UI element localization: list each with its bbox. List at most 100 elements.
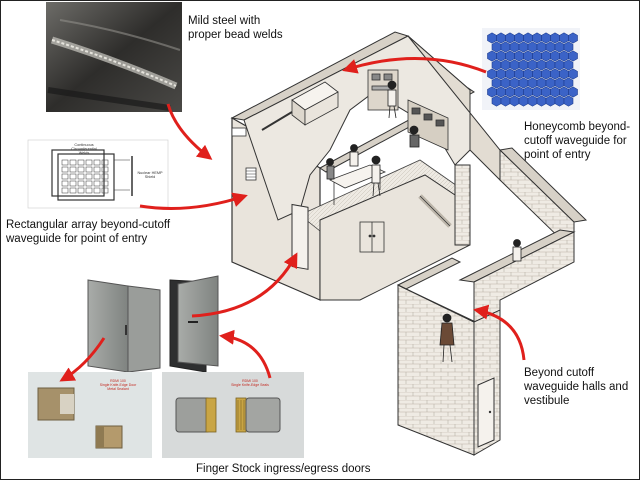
waveguide-cell — [101, 187, 109, 194]
honeycomb-cell — [496, 50, 506, 62]
honeycomb-cell — [505, 68, 515, 80]
room-front-wall — [319, 174, 471, 301]
honeycomb-cell — [550, 32, 560, 44]
honeycomb-cell — [568, 86, 578, 98]
honeycomb-cell — [518, 95, 529, 107]
waveguide-cell — [77, 159, 85, 166]
honeycomb-cell — [505, 50, 515, 62]
arrow-honeycomb — [342, 56, 487, 74]
honeycomb-cell — [509, 77, 520, 89]
honeycomb-cell — [523, 86, 533, 98]
honeycomb-waveguide-image — [482, 28, 580, 110]
waveguide-cell — [101, 159, 109, 166]
waveguide-cell — [69, 187, 77, 194]
honeycomb-cell — [514, 50, 524, 62]
honeycomb-cell — [545, 77, 556, 89]
honeycomb-cell — [509, 59, 520, 71]
waveguide-cell — [61, 180, 69, 187]
honeycomb-cell — [532, 32, 542, 44]
waveguide-cell — [93, 159, 101, 166]
mild-steel-weld-photo — [46, 2, 182, 112]
honeycomb-cell — [532, 86, 542, 98]
honeycomb-cell — [545, 59, 556, 71]
honeycomb-cell — [563, 59, 574, 71]
honeycomb-cell — [496, 86, 506, 98]
honeycomb-cell — [527, 41, 538, 53]
waveguide-cell — [85, 166, 93, 173]
honeycomb-cell — [491, 41, 502, 53]
waveguide-cell — [93, 173, 101, 180]
waveguide-cell — [77, 180, 85, 187]
honeycomb-cell — [550, 68, 560, 80]
honeycomb-cell — [527, 95, 538, 107]
honeycomb-cell — [505, 32, 515, 44]
waveguide-cell — [61, 159, 69, 166]
hall-person — [439, 239, 522, 363]
waveguide-cell — [61, 187, 69, 194]
waveguide-cell — [85, 173, 93, 180]
honeycomb-cell — [554, 77, 565, 89]
waveguide-cell — [101, 166, 109, 173]
wall-pipe — [231, 127, 247, 137]
arrow-finger-stock-left — [59, 337, 106, 382]
honeycomb-cell — [554, 95, 565, 107]
waveguide-cell — [101, 180, 109, 187]
honeycomb-cell — [514, 68, 524, 80]
honeycomb-cell — [523, 50, 533, 62]
waveguide-cell — [85, 180, 93, 187]
honeycomb-cell — [487, 86, 497, 98]
waveguide-cell — [61, 173, 69, 180]
honeycomb-cell — [487, 32, 497, 44]
honeycomb-cell — [554, 59, 565, 71]
room-right-wall — [407, 35, 501, 182]
honeycomb-cell — [563, 77, 574, 89]
honeycomb-cell — [541, 68, 551, 80]
waveguide-cell — [101, 173, 109, 180]
arrow-mild-steel — [166, 103, 213, 160]
honeycomb-cell — [518, 77, 529, 89]
honeycomb-cell — [518, 59, 529, 71]
hall-inner-wall — [454, 164, 471, 246]
people-figures — [326, 80, 420, 197]
vestibule-left-wall — [397, 284, 475, 456]
waveguide-cell — [69, 159, 77, 166]
honeycomb-cell — [541, 50, 551, 62]
honeycomb-cell — [509, 41, 520, 53]
honeycomb-cell — [518, 41, 529, 53]
callout-arrows — [59, 56, 526, 382]
honeycomb-cell — [487, 68, 497, 80]
honeycomb-cell — [532, 50, 542, 62]
honeycomb-cell — [536, 77, 547, 89]
waveguide-cell — [85, 187, 93, 194]
honeycomb-cell — [559, 68, 569, 80]
honeycomb-cell — [509, 95, 520, 107]
waveguide-cell — [77, 166, 85, 173]
honeycomb-cell — [559, 50, 569, 62]
honeycomb-cell — [523, 32, 533, 44]
vestibule-door — [477, 377, 495, 448]
honeycomb-cell — [527, 77, 538, 89]
honeycomb-cell — [527, 59, 538, 71]
honeycomb-cell — [505, 86, 515, 98]
honeycomb-cell — [568, 68, 578, 80]
honeycomb-cell — [550, 86, 560, 98]
waveguide-cell — [93, 180, 101, 187]
waveguide-cell — [77, 187, 85, 194]
honeycomb-cell — [550, 50, 560, 62]
honeycomb-cell — [541, 86, 551, 98]
honeycomb-cell — [496, 32, 506, 44]
waveguide-vestibule — [396, 147, 588, 456]
honeycomb-cell — [563, 41, 574, 53]
honeycomb-cell — [536, 41, 547, 53]
waveguide-cell — [61, 166, 69, 173]
arrow-finger-stock-right — [219, 329, 272, 379]
honeycomb-cell — [568, 50, 578, 62]
